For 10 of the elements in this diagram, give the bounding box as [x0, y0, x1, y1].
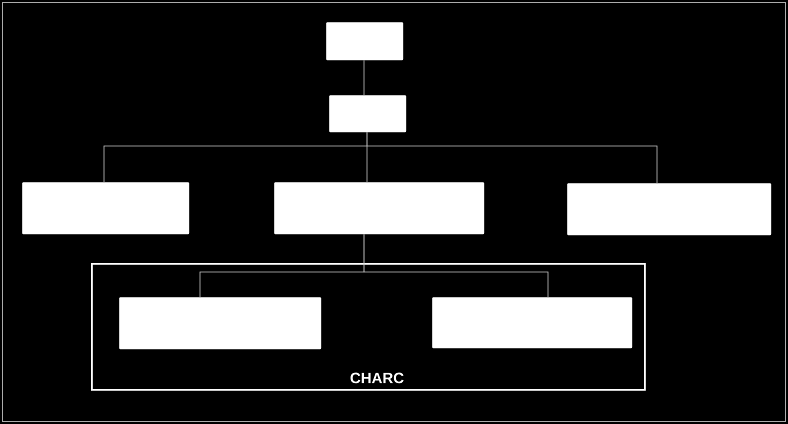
- empty-box: [567, 183, 772, 236]
- connector-line: [364, 234, 548, 298]
- empty-box: [432, 297, 632, 348]
- empty-box: [119, 297, 322, 350]
- empty-box: [22, 182, 190, 234]
- empty-box: [326, 22, 404, 60]
- group-frame: CHARC: [91, 263, 646, 391]
- connector-line: [366, 132, 658, 184]
- empty-box: [274, 182, 484, 234]
- empty-box: [329, 95, 406, 132]
